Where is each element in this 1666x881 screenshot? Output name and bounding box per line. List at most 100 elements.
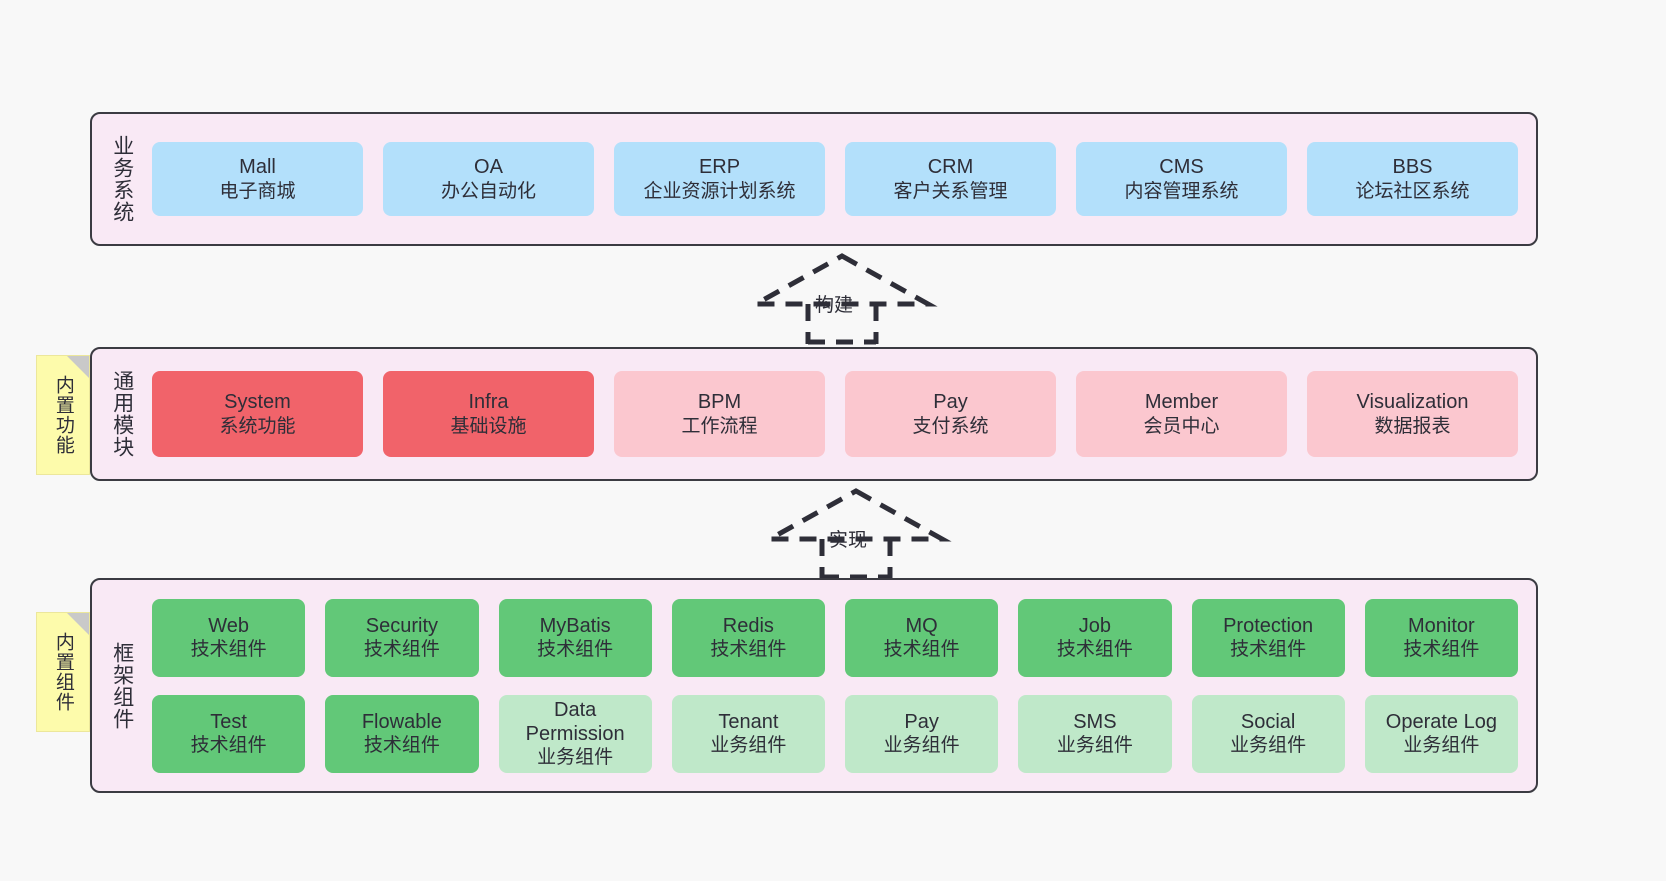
card-tenant[interactable]: Tenant 业务组件 bbox=[671, 694, 825, 773]
card-title-cn: 技术组件 bbox=[1230, 639, 1307, 661]
card-pay[interactable]: Pay 支付系统 bbox=[845, 371, 1056, 457]
card-member[interactable]: Member 会员中心 bbox=[1076, 371, 1287, 457]
card-title-en: Web bbox=[208, 614, 249, 637]
card-title-cn: 技术组件 bbox=[1403, 639, 1480, 661]
card-title-cn: 基础设施 bbox=[450, 415, 527, 437]
arrow-implement: 实现 bbox=[760, 487, 952, 580]
card-title-en: Operate Log bbox=[1385, 710, 1497, 733]
card-title-en: MyBatis bbox=[539, 614, 611, 637]
card-bpm[interactable]: BPM 工作流程 bbox=[614, 371, 825, 457]
card-crm[interactable]: CRM 客户关系管理 bbox=[845, 142, 1056, 216]
card-job[interactable]: Job 技术组件 bbox=[1018, 598, 1172, 677]
layer-business-system-body: Mall 电子商城 OA 办公自动化 ERP 企业资源计划系统 CRM 客户关系… bbox=[140, 114, 1536, 244]
card-mq[interactable]: MQ 技术组件 bbox=[845, 598, 999, 677]
card-title-cn: 业务组件 bbox=[1056, 735, 1133, 757]
card-title-en: Security bbox=[365, 614, 438, 637]
note-fold-icon bbox=[67, 356, 89, 378]
card-row: Web 技术组件 Security 技术组件 MyBatis 技术组件 Redi… bbox=[152, 598, 1518, 677]
card-infra[interactable]: Infra 基础设施 bbox=[383, 371, 594, 457]
card-title-cn: 论坛社区系统 bbox=[1355, 180, 1470, 202]
card-title-en: MQ bbox=[905, 614, 938, 637]
layer-framework-component: 框架组件 Web 技术组件 Security 技术组件 MyBatis 技术组件… bbox=[90, 578, 1538, 793]
card-flowable[interactable]: Flowable 技术组件 bbox=[325, 694, 479, 773]
card-title-en: Redis bbox=[722, 614, 774, 637]
card-title-en: BBS bbox=[1392, 156, 1433, 179]
card-title-en: Member bbox=[1144, 391, 1219, 414]
card-title-en: Protection bbox=[1223, 614, 1314, 637]
card-sms[interactable]: SMS 业务组件 bbox=[1018, 694, 1172, 773]
layer-business-system: 业务系统 Mall 电子商城 OA 办公自动化 ERP 企业资源计划系统 CRM… bbox=[90, 112, 1538, 246]
card-title-cn: 办公自动化 bbox=[440, 180, 536, 202]
layer-framework-component-body: Web 技术组件 Security 技术组件 MyBatis 技术组件 Redi… bbox=[140, 580, 1536, 791]
arrow-implement-glyph bbox=[760, 488, 952, 580]
layer-business-system-title: 业务系统 bbox=[110, 135, 134, 223]
card-title-cn: 支付系统 bbox=[912, 415, 989, 437]
card-title-cn: 客户关系管理 bbox=[893, 180, 1008, 202]
card-title-cn: 技术组件 bbox=[190, 639, 267, 661]
card-title-cn: 业务组件 bbox=[883, 735, 960, 757]
card-redis[interactable]: Redis 技术组件 bbox=[671, 598, 825, 677]
card-title-cn: 技术组件 bbox=[190, 735, 267, 757]
card-title-en: Pay bbox=[904, 710, 939, 733]
card-title-cn: 业务组件 bbox=[710, 735, 787, 757]
card-monitor[interactable]: Monitor 技术组件 bbox=[1364, 598, 1518, 677]
card-title-en: Mall bbox=[239, 156, 276, 179]
card-title-cn: 业务组件 bbox=[1230, 735, 1307, 757]
card-social[interactable]: Social 业务组件 bbox=[1191, 694, 1345, 773]
card-web[interactable]: Web 技术组件 bbox=[152, 598, 306, 677]
note-builtin-function: 内置功能 bbox=[36, 355, 90, 475]
note-builtin-component-label: 内置组件 bbox=[52, 632, 74, 712]
card-title-cn: 会员中心 bbox=[1143, 415, 1220, 437]
card-mall[interactable]: Mall 电子商城 bbox=[152, 142, 363, 216]
card-title-cn: 系统功能 bbox=[219, 415, 296, 437]
card-title-cn: 技术组件 bbox=[710, 639, 787, 661]
card-title-cn: 技术组件 bbox=[883, 639, 960, 661]
card-title-en: Pay bbox=[933, 391, 968, 414]
card-mybatis[interactable]: MyBatis 技术组件 bbox=[498, 598, 652, 677]
card-title-cn: 内容管理系统 bbox=[1124, 180, 1239, 202]
card-title-en: Test bbox=[210, 710, 247, 733]
card-title-cn: 技术组件 bbox=[537, 639, 614, 661]
card-erp[interactable]: ERP 企业资源计划系统 bbox=[614, 142, 825, 216]
card-title-en: Visualization bbox=[1356, 391, 1469, 414]
card-pay-component[interactable]: Pay 业务组件 bbox=[845, 694, 999, 773]
card-row: Mall 电子商城 OA 办公自动化 ERP 企业资源计划系统 CRM 客户关系… bbox=[152, 142, 1518, 216]
layer-common-module: 通用模块 System 系统功能 Infra 基础设施 BPM 工作流程 Pay… bbox=[90, 347, 1538, 481]
card-system[interactable]: System 系统功能 bbox=[152, 371, 363, 457]
card-protection[interactable]: Protection 技术组件 bbox=[1191, 598, 1345, 677]
card-test[interactable]: Test 技术组件 bbox=[152, 694, 306, 773]
card-title-en: System bbox=[224, 391, 291, 414]
card-oa[interactable]: OA 办公自动化 bbox=[383, 142, 594, 216]
card-title-en: ERP bbox=[698, 156, 741, 179]
card-title-en: Social bbox=[1240, 710, 1296, 733]
card-title-cn: 电子商城 bbox=[219, 180, 296, 202]
card-row: Test 技术组件 Flowable 技术组件 Data Permission … bbox=[152, 694, 1518, 773]
card-title-en: CMS bbox=[1159, 156, 1204, 179]
card-title-en: CRM bbox=[927, 156, 974, 179]
card-operate-log[interactable]: Operate Log 业务组件 bbox=[1364, 694, 1518, 773]
card-title-cn: 业务组件 bbox=[537, 747, 614, 769]
card-cms[interactable]: CMS 内容管理系统 bbox=[1076, 142, 1287, 216]
card-title-en: Data Permission bbox=[525, 698, 625, 745]
card-title-en: Monitor bbox=[1408, 614, 1475, 637]
card-visualization[interactable]: Visualization 数据报表 bbox=[1307, 371, 1518, 457]
card-title-cn: 技术组件 bbox=[1056, 639, 1133, 661]
card-title-en: Infra bbox=[468, 391, 509, 414]
card-title-cn: 工作流程 bbox=[681, 415, 758, 437]
arrow-build: 构建 bbox=[746, 252, 938, 345]
card-title-en: SMS bbox=[1073, 710, 1117, 733]
note-builtin-component: 内置组件 bbox=[36, 612, 90, 732]
note-fold-icon bbox=[67, 613, 89, 635]
card-title-en: BPM bbox=[697, 391, 742, 414]
card-bbs[interactable]: BBS 论坛社区系统 bbox=[1307, 142, 1518, 216]
layer-common-module-title: 通用模块 bbox=[110, 370, 134, 458]
card-security[interactable]: Security 技术组件 bbox=[325, 598, 479, 677]
arrow-implement-label: 实现 bbox=[829, 530, 868, 551]
note-builtin-function-label: 内置功能 bbox=[52, 375, 74, 455]
card-data-permission[interactable]: Data Permission 业务组件 bbox=[498, 694, 652, 773]
card-title-en: OA bbox=[474, 156, 503, 179]
card-title-en: Tenant bbox=[718, 710, 779, 733]
card-title-cn: 业务组件 bbox=[1403, 735, 1480, 757]
card-row: System 系统功能 Infra 基础设施 BPM 工作流程 Pay 支付系统… bbox=[152, 371, 1518, 457]
